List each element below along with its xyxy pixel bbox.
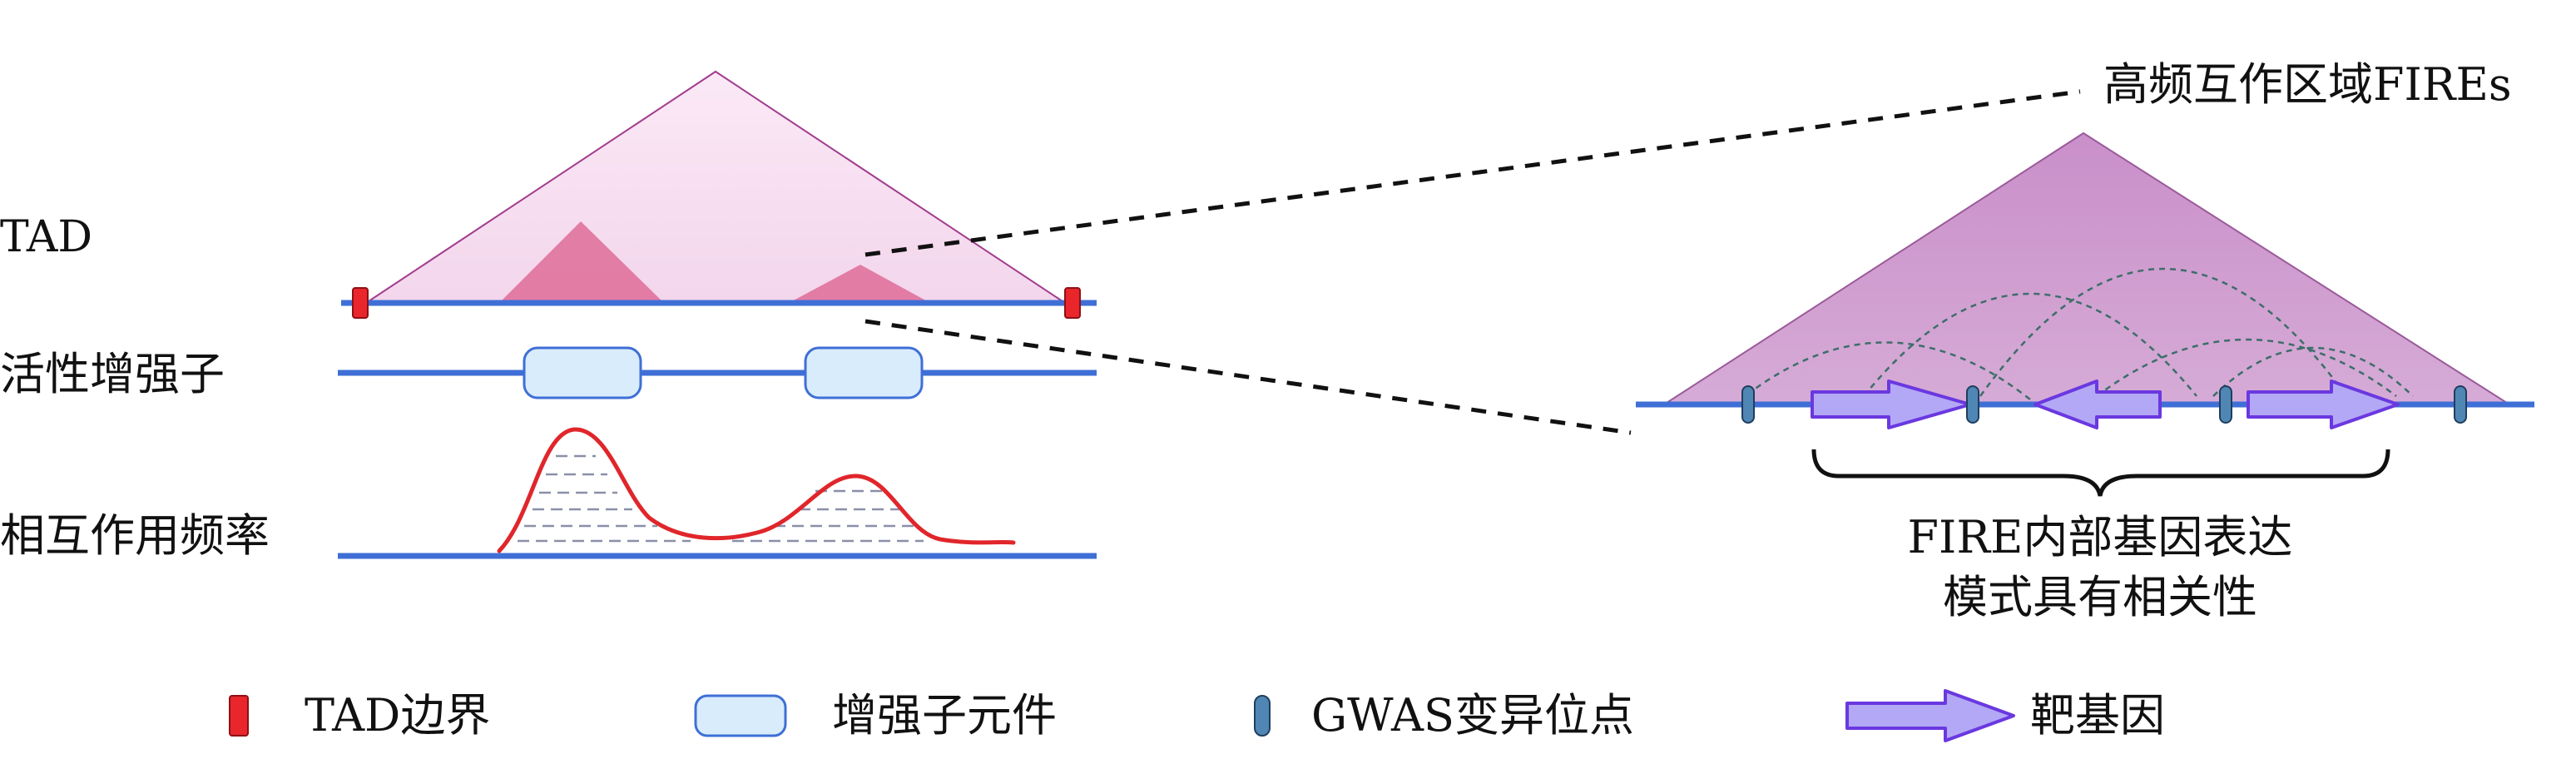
legend-enhancer-icon [694,694,787,737]
target-gene-arrow-1 [1811,380,1972,429]
legend-gwas-label: GWAS变异位点 [1311,689,1634,742]
enhancer-element-1 [523,346,642,399]
legend-gwas-icon [1254,695,1271,737]
frequency-hatching [518,454,924,543]
tad-label: TAD [0,212,92,262]
enhancer-peak-2 [789,265,930,303]
legend-tad-boundary-icon [229,695,249,737]
legend-tad-boundary-label: TAD边界 [305,689,490,742]
connector-line-top [864,89,2081,257]
active-enhancer-label: 活性增强子 [0,348,225,400]
fire-triangle [1661,131,2513,405]
tad-triangle [363,70,1068,304]
gwas-marker-2 [1966,385,1979,424]
gwas-marker-1 [1741,385,1755,424]
legend-enhancer-label: 增强子元件 [832,689,1057,742]
legend [229,689,2015,742]
target-gene-arrow-2 [2034,380,2162,429]
enhancer-peak-1 [499,221,664,303]
tad-boundary-marker-right [1064,287,1081,319]
fire-correlation-line-1: FIRE内部基因表达 [1908,511,2293,563]
fires-title: 高频互作区域FIREs [2103,58,2512,111]
target-gene-arrow-3 [2247,380,2400,429]
interaction-frequency-label: 相互作用频率 [0,509,270,562]
fire-brace [1811,449,2390,497]
frequency-curve [497,427,1016,553]
chromatin-loop-arcs [1746,267,2414,400]
enhancer-row [338,346,1097,399]
fire-panel [1636,131,2534,497]
enhancer-element-2 [804,346,924,399]
fire-correlation-line-2: 模式具有相关性 [1943,571,2257,623]
legend-target-gene-label: 靶基因 [2030,689,2165,742]
gwas-marker-3 [2219,385,2232,424]
tad-boundary-marker-left [352,287,369,319]
zoom-connector-lines [864,89,2081,435]
tad-panel [341,70,1097,319]
connector-line-bottom [864,319,1632,435]
legend-target-gene-icon [1845,689,2015,742]
gwas-marker-4 [2454,385,2467,424]
interaction-frequency-row [338,427,1097,559]
